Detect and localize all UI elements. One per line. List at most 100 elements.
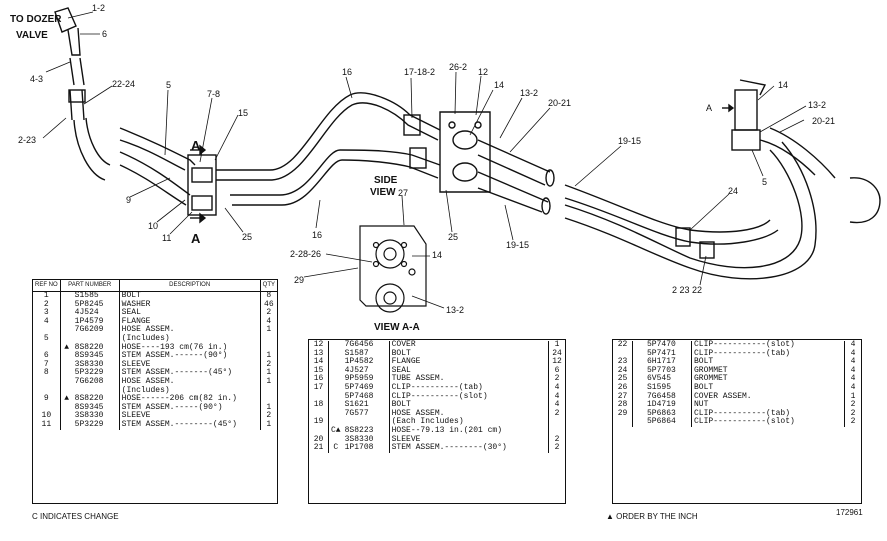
ref-cell: 28 [613, 401, 633, 410]
qty-cell: 1 [850, 391, 856, 401]
ref-cell [33, 343, 61, 353]
description-cell: STEM ASSEM.------(90°) [119, 352, 261, 361]
table-header-row: REF NO PART NUMBER DESCRIPTION QTY [33, 280, 277, 292]
ref-cell [33, 377, 61, 387]
description-cell: CLIP----------(tab) [389, 383, 550, 393]
part-number-cell: 4J527 [342, 366, 390, 376]
callout-2-23: 2-23 [18, 135, 36, 145]
description-cell: HOSE----193 cm(76 in.) [119, 343, 261, 353]
callout-2-23-22: 2 23 22 [672, 285, 702, 295]
qty-cell: 1 [266, 325, 272, 335]
part-number-cell: S1587 [342, 349, 390, 359]
ref-cell: 29 [613, 409, 633, 419]
qty-cell: 2 [850, 400, 856, 410]
qty-cell [549, 418, 566, 427]
callout-6: 6 [102, 29, 107, 39]
description-cell: HOSE------206 cm(82 in.) [119, 395, 261, 404]
side-view-cover [359, 225, 427, 307]
description-cell: CLIP-----------(slot) [691, 418, 845, 427]
qty-cell: 4 [850, 348, 856, 358]
qty-cell: 4 [554, 391, 560, 401]
ref-cell: 5 [33, 334, 61, 344]
section-a-right: A [706, 103, 712, 113]
mark-cell [633, 358, 646, 367]
mark-cell [633, 401, 646, 410]
ref-cell: 27 [613, 392, 633, 402]
ref-cell: 26 [613, 383, 633, 393]
grommet-24 [675, 227, 691, 247]
ref-cell: 9 [33, 395, 61, 404]
side-view-flange-upper [375, 239, 405, 269]
callout-10: 10 [148, 221, 158, 231]
header-part: PART NUMBER [60, 280, 120, 292]
part-number-cell [72, 334, 120, 344]
label-view-aa: VIEW A-A [374, 322, 420, 330]
part-number-cell: 7G6208 [72, 377, 120, 387]
ref-cell: 8 [33, 369, 61, 378]
qty-cell: 46 [264, 299, 274, 309]
part-number-cell: 4J524 [72, 309, 120, 318]
hose-20-21 [759, 127, 836, 179]
part-number-cell [72, 386, 120, 396]
part-number-cell: 8S8223 [342, 426, 390, 436]
part-number-cell: 1P4579 [72, 317, 120, 327]
description-cell: (Each Includes) [389, 418, 550, 427]
ref-cell: 12 [309, 340, 329, 350]
figure-number: 172961 [836, 508, 863, 517]
hose-right-lower [564, 149, 803, 269]
mark-cell [329, 367, 343, 376]
callout-19-15a: 19-15 [618, 136, 641, 146]
mark-cell [633, 341, 646, 350]
description-cell: TUBE ASSEM. [389, 375, 550, 384]
mark-cell [60, 326, 73, 335]
mark-cell [60, 292, 73, 301]
hose-5-lower-bend [73, 119, 106, 181]
qty-cell: 4 [850, 365, 856, 375]
ref-cell: 24 [613, 366, 633, 376]
part-number-cell: S1595 [645, 383, 692, 393]
header-desc: DESCRIPTION [119, 280, 261, 292]
hose-upper-stem [67, 27, 81, 56]
mark-cell [60, 318, 73, 327]
part-number-cell: 1P4582 [342, 358, 390, 367]
description-cell: (Includes) [119, 386, 261, 396]
mark-cell: ▲ [64, 342, 70, 352]
mark-cell [633, 393, 646, 402]
description-cell: NUT [691, 401, 845, 410]
description-cell: HOSE--79.13 in.(201 cm) [389, 426, 550, 436]
qty-cell: 2 [554, 443, 560, 453]
part-number-cell: 5P6863 [645, 409, 692, 419]
qty-cell: 24 [552, 348, 562, 358]
description-cell: SLEEVE [119, 360, 261, 370]
mark-cell: C [333, 443, 339, 453]
mark-cell [329, 350, 343, 359]
part-number-cell: 6V545 [645, 375, 692, 384]
qty-cell: 4 [850, 357, 856, 367]
callout-14a: 14 [494, 80, 504, 90]
qty-cell: 4 [850, 374, 856, 384]
ref-cell [613, 418, 633, 427]
stem-upper [69, 57, 85, 86]
table-row: (Includes) [33, 386, 277, 396]
callout-2-28-26: 2-28-26 [290, 249, 321, 259]
mark-cell [60, 412, 73, 421]
side-view-flange-lower [375, 283, 405, 313]
description-cell: GROMMET [691, 375, 845, 384]
ref-cell: 3 [33, 309, 61, 318]
qty-cell [260, 335, 277, 344]
hose-19-lower [477, 171, 549, 213]
ref-cell: 25 [613, 375, 633, 384]
description-cell: STEM ASSEM.-----(90°) [119, 403, 261, 413]
tube-16-upper [216, 92, 441, 171]
